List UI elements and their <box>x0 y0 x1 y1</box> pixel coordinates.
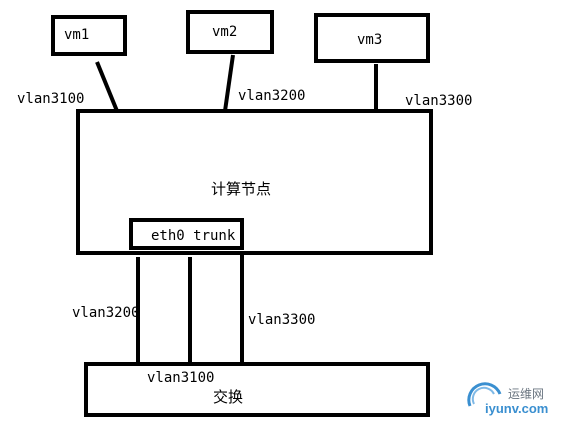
vm2-label: vm2 <box>212 24 238 40</box>
compute-node-label: 计算节点 <box>211 180 272 198</box>
vm1-vlan-label: vlan3100 <box>17 91 85 107</box>
vm1-link <box>95 61 119 112</box>
watermark-en: iyunv.com <box>485 401 549 416</box>
eth0-port-label: eth0 trunk <box>151 228 236 244</box>
vm3-box <box>314 13 430 63</box>
watermark-logo-icon <box>467 382 502 407</box>
eth0-port-box <box>129 218 244 250</box>
vm3-label: vm3 <box>357 32 383 48</box>
trunk-vlan-label-3: vlan3300 <box>248 312 316 328</box>
switch-label: 交换 <box>213 388 244 406</box>
watermark-cn: 运维网 <box>508 387 545 401</box>
trunk-vlan-label-1: vlan3200 <box>72 305 140 321</box>
vm2-vlan-label: vlan3200 <box>238 88 306 104</box>
trunk-vlan-label-2: vlan3100 <box>147 370 215 386</box>
vm2-link <box>223 54 235 112</box>
vm2-box <box>186 10 274 54</box>
switch-box <box>84 362 430 417</box>
vm1-box <box>51 15 127 56</box>
vm1-label: vm1 <box>64 27 90 43</box>
vm3-vlan-label: vlan3300 <box>405 93 473 109</box>
